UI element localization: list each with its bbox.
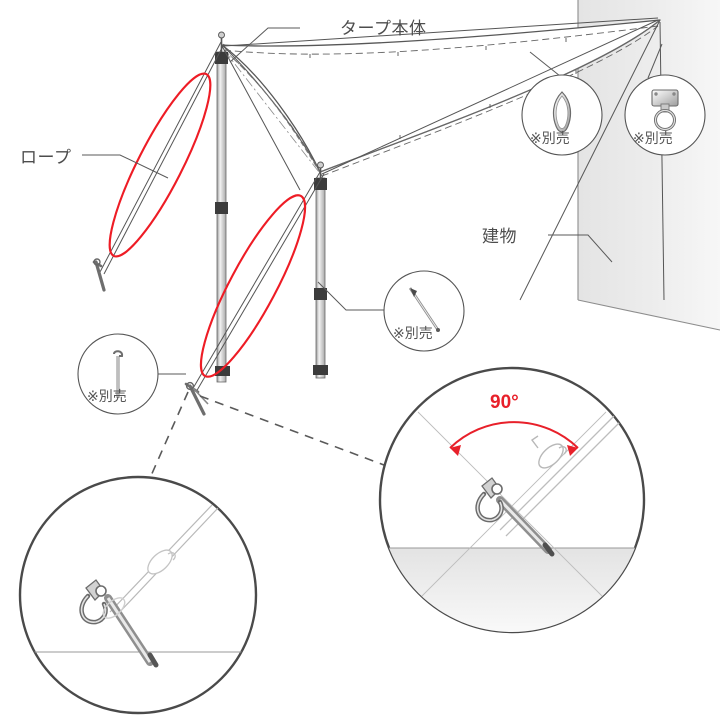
callout-note-pole: ※別売 [393, 325, 433, 341]
label-tarp-body: タープ本体 [340, 19, 427, 38]
guy-ropes [99, 17, 665, 393]
pole-icon [408, 287, 440, 332]
label-rope: ロープ [20, 148, 72, 167]
label-building: 建物 [482, 227, 517, 246]
callout-note-carabiner: ※別売 [530, 130, 570, 146]
pole-left [215, 31, 230, 383]
stake-detail-right[interactable] [378, 366, 646, 640]
stake-body-left [79, 579, 159, 668]
callout-stake[interactable] [77, 333, 159, 415]
rope-tensioner-right [530, 435, 567, 469]
callout-carabiner[interactable] [521, 74, 603, 156]
rope-tensioner-left [147, 549, 176, 575]
tarp-canopy [221, 19, 661, 177]
carabiner-icon [552, 91, 572, 133]
stake-detail-left[interactable] [18, 475, 258, 715]
angle-label-90: 90° [490, 392, 519, 413]
angle-arc-90 [449, 421, 579, 456]
callout-pole[interactable] [383, 270, 465, 352]
wall-ring-icon [651, 89, 679, 131]
stake-left-ground [92, 258, 106, 292]
detail-zoom-leaders [149, 391, 393, 479]
rope-highlight-ellipses [108, 72, 307, 378]
pole-right [313, 161, 328, 379]
callout-note-wall-ring: ※別売 [633, 130, 673, 146]
tent-stake-icon [113, 350, 124, 398]
stake-body-right [475, 477, 555, 557]
callout-note-stake: ※別売 [87, 388, 127, 404]
callout-wall-ring[interactable] [624, 74, 706, 156]
